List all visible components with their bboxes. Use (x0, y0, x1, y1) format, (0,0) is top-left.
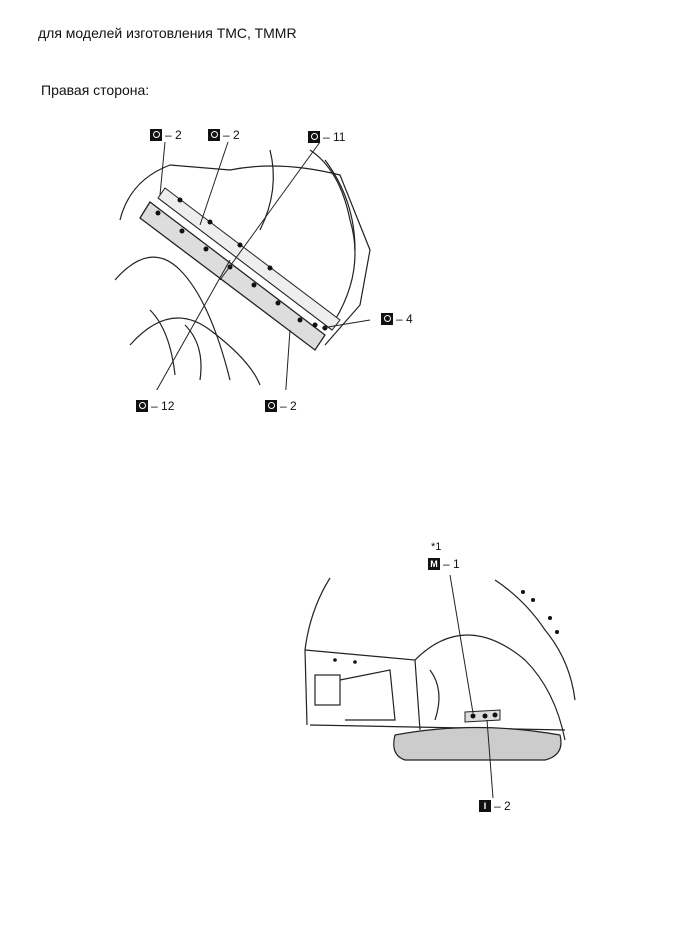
bolt-symbol-icon (150, 129, 162, 141)
callout-fig1-1: – 2 (150, 128, 182, 142)
side-label: Правая сторона: (41, 82, 150, 98)
callout-fig1-2: – 2 (208, 128, 240, 142)
callout-text: – 2 (165, 128, 182, 142)
callout-text: – 12 (151, 399, 175, 413)
figure-right-side-rocker (114, 141, 371, 390)
callout-text: – 2 (280, 399, 297, 413)
callout-fig2-2: I – 2 (479, 799, 511, 813)
bolt-symbol-icon (136, 400, 148, 412)
callout-text: – 2 (494, 799, 511, 813)
callout-fig1-3: – 11 (308, 130, 345, 144)
bolt-symbol-icon (308, 131, 320, 143)
bolt-symbol-icon: I (479, 800, 491, 812)
callout-text: – 11 (323, 130, 346, 144)
bolt-symbol-icon (381, 313, 393, 325)
bolt-symbol-icon (265, 400, 277, 412)
callout-fig1-5: – 12 (136, 399, 174, 413)
callout-text: – 1 (443, 557, 460, 571)
callout-fig1-6: – 2 (265, 399, 297, 413)
callout-text: – 2 (223, 128, 240, 142)
figure-right-side-underbody (304, 574, 576, 799)
page-heading: для моделей изготовления TMC, TMMR (38, 25, 297, 41)
bolt-symbol-icon: M (428, 558, 440, 570)
note-marker: *1 (431, 541, 442, 553)
callout-fig2-1: M – 1 (428, 557, 460, 571)
bolt-symbol-icon (208, 129, 220, 141)
callout-text: – 4 (396, 312, 413, 326)
callout-fig1-4: – 4 (381, 312, 413, 326)
